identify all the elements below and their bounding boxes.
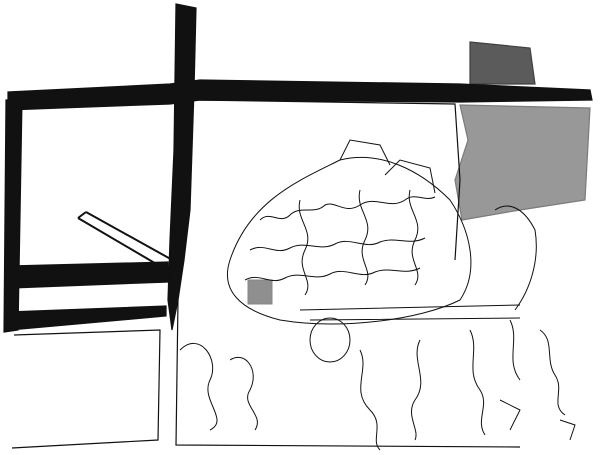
central-foliage xyxy=(226,139,521,363)
central-frame xyxy=(195,99,461,261)
hatched-right xyxy=(454,104,591,221)
drawing-lines xyxy=(3,3,593,451)
middle-bar xyxy=(9,261,169,289)
hatched-top-right xyxy=(469,41,536,85)
lower-bar xyxy=(7,305,167,331)
bottom-left-frame xyxy=(11,329,161,449)
bottom-shapes xyxy=(179,205,576,451)
bottom-frame xyxy=(175,299,521,448)
top-horizontal-bar xyxy=(7,79,593,111)
diagonal-stick xyxy=(77,211,177,273)
